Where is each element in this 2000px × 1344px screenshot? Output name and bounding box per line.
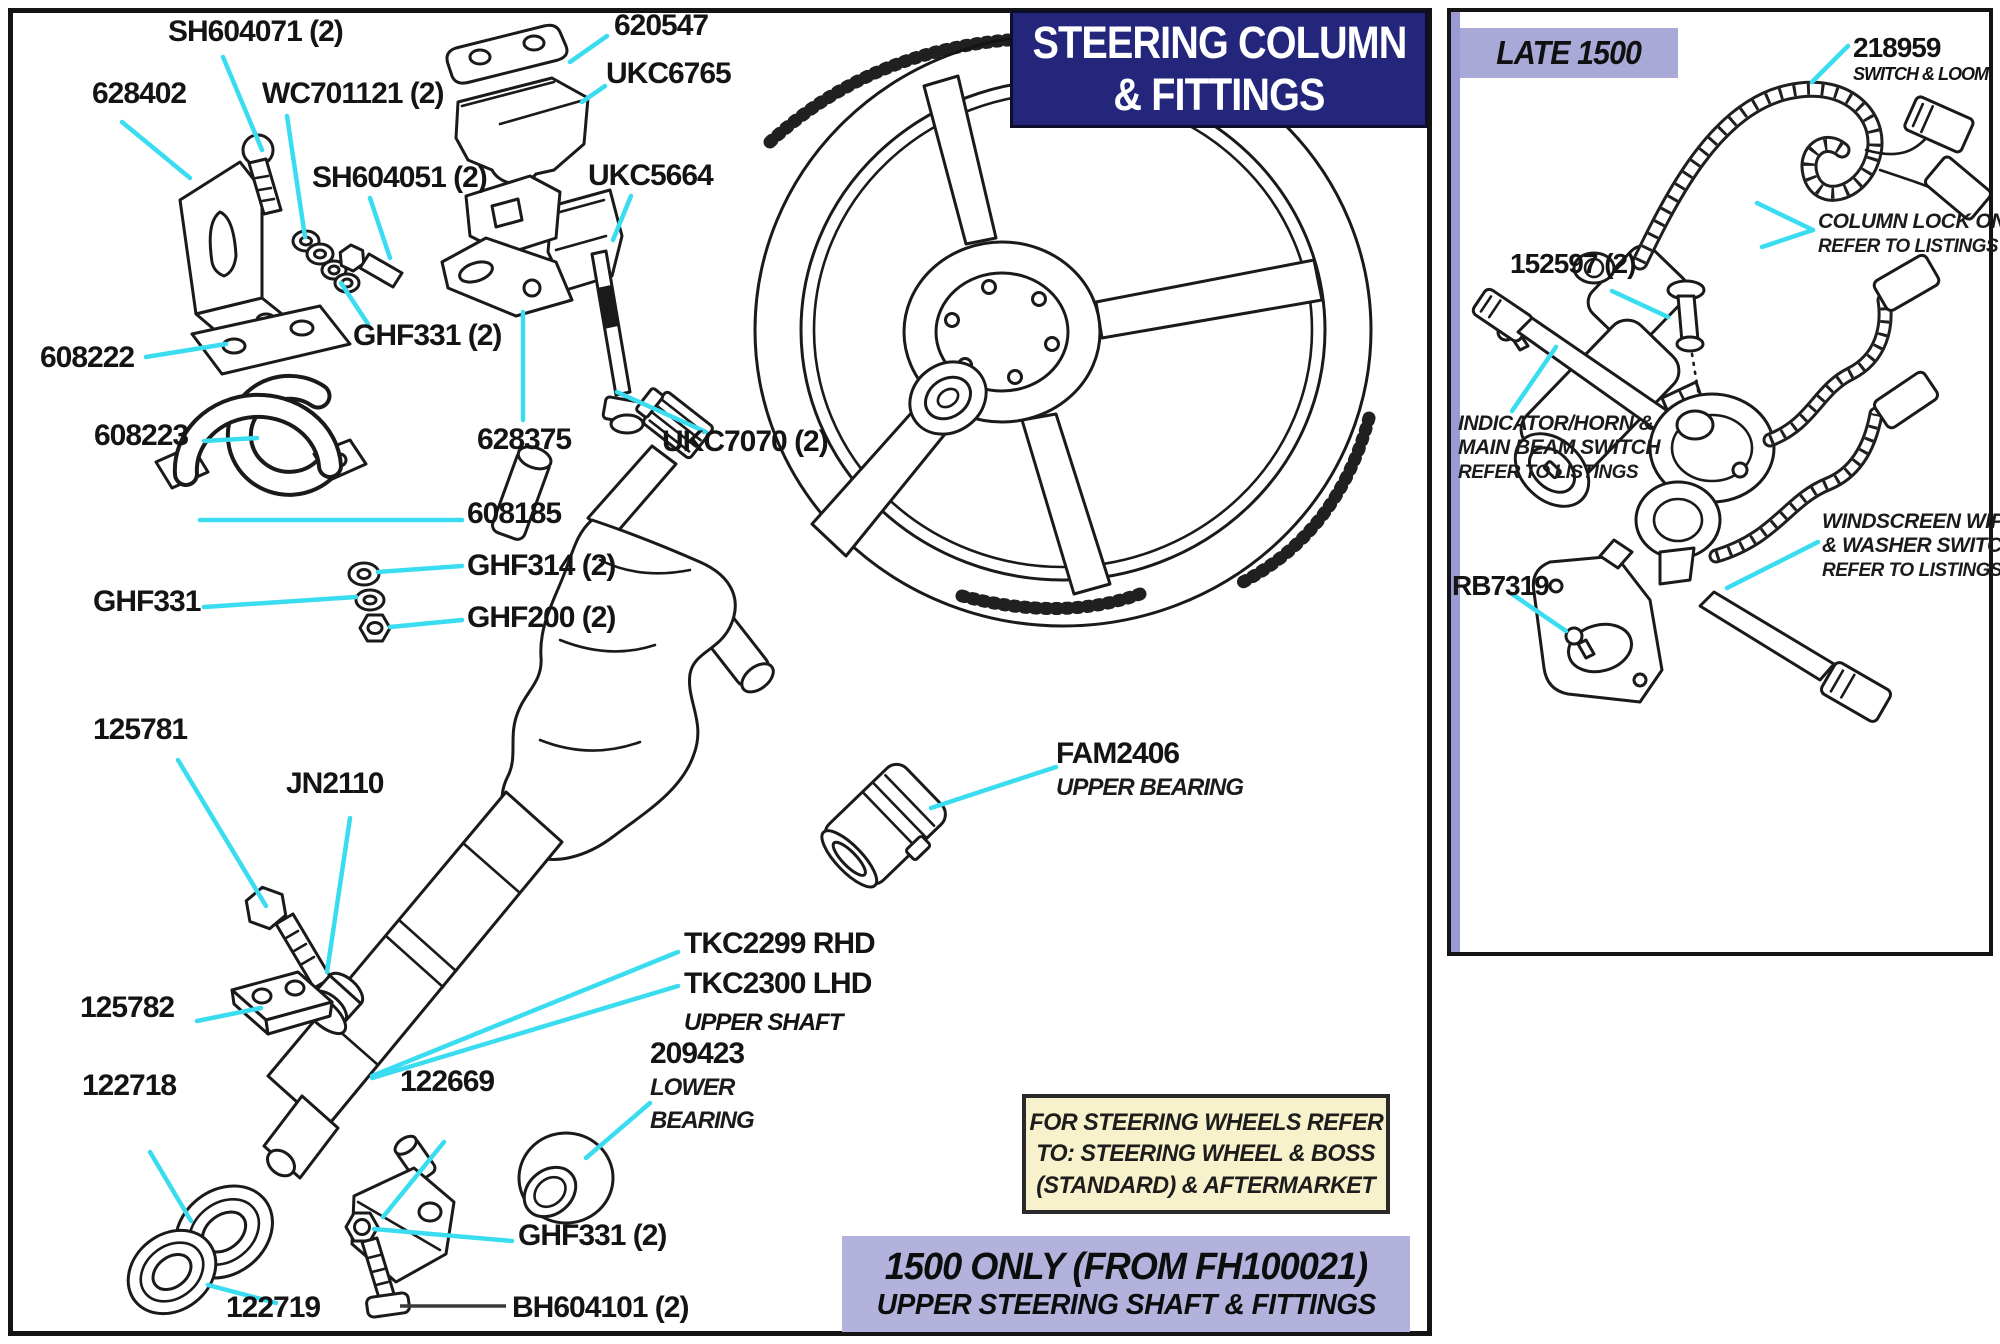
page-title-line1: STEERING COLUMN bbox=[1032, 16, 1407, 68]
part-label-608222: 608222 bbox=[40, 341, 135, 374]
part-label-upper-shaft: UPPER SHAFT bbox=[684, 1009, 843, 1036]
panel-note-indicator-switch: INDICATOR/HORN & MAIN BEAM SWITCH REFER … bbox=[1458, 412, 1660, 484]
steering-wheel-drawing bbox=[753, 32, 1376, 628]
part-label-FAM2406: FAM2406 UPPER BEARING bbox=[1056, 737, 1244, 802]
model-banner: 1500 ONLY (FROM FH100021) UPPER STEERING… bbox=[842, 1236, 1410, 1332]
part-label-SH604071: SH604071 (2) bbox=[168, 15, 344, 48]
panel-label-218959: 218959 SWITCH & LOOM bbox=[1853, 32, 1989, 84]
late-1500-switchgear-drawing bbox=[1471, 80, 1993, 723]
part-label-WC701121: WC701121 (2) bbox=[262, 77, 444, 110]
part-label-122718: 122718 bbox=[82, 1069, 177, 1102]
part-label-608185: 608185 bbox=[467, 497, 562, 530]
panel-label-RB7319: RB7319 bbox=[1452, 570, 1550, 601]
part-label-GHF331-bottom: GHF331 (2) bbox=[518, 1219, 667, 1252]
page-title-line2: & FITTINGS bbox=[1113, 69, 1325, 120]
part-label-BH604101: BH604101 (2) bbox=[512, 1291, 689, 1324]
leader-lines bbox=[119, 33, 1851, 1308]
part-label-125782: 125782 bbox=[80, 991, 175, 1024]
part-label-608223: 608223 bbox=[94, 419, 189, 452]
part-label-122719: 122719 bbox=[226, 1291, 321, 1324]
steering-wheel-note: FOR STEERING WHEELS REFER TO: STEERING W… bbox=[1022, 1094, 1390, 1214]
steering-column-drawing bbox=[126, 387, 947, 1319]
part-label-UKC6765: UKC6765 bbox=[606, 57, 732, 90]
part-label-TKC2300: TKC2300 LHD bbox=[684, 967, 872, 1000]
part-label-UKC5664: UKC5664 bbox=[588, 159, 714, 192]
upper-bracket-parts-drawing bbox=[154, 133, 404, 643]
part-label-209423: 209423 LOWER BEARING bbox=[650, 1037, 755, 1134]
part-label-GHF200: GHF200 (2) bbox=[467, 601, 616, 634]
part-label-628402: 628402 bbox=[92, 77, 187, 110]
part-label-GHF331-left: GHF331 bbox=[93, 585, 201, 618]
part-label-UKC7070: UKC7070 (2) bbox=[662, 425, 829, 458]
part-label-628375: 628375 bbox=[477, 423, 572, 456]
part-label-125781: 125781 bbox=[93, 713, 188, 746]
part-label-TKC2299: TKC2299 RHD bbox=[684, 927, 876, 960]
late-1500-header: LATE 1500 bbox=[1460, 28, 1678, 78]
panel-label-152597: 152597 (2) bbox=[1510, 248, 1636, 279]
part-label-GHF331-top: GHF331 (2) bbox=[353, 319, 502, 352]
part-label-GHF314: GHF314 (2) bbox=[467, 549, 616, 582]
part-label-122669: 122669 bbox=[400, 1065, 495, 1098]
panel-note-wiper-switch: WINDSCREEN WIPER & WASHER SWITCH REFER T… bbox=[1822, 510, 2000, 582]
part-label-JN2110: JN2110 bbox=[286, 767, 384, 800]
part-label-620547: 620547 bbox=[614, 9, 709, 42]
panel-note-column-lock: COLUMN LOCK ONLY REFER TO LISTINGS bbox=[1818, 210, 2000, 258]
part-label-SH604051: SH604051 (2) bbox=[312, 161, 488, 194]
page-title: STEERING COLUMN & FITTINGS bbox=[1010, 10, 1428, 128]
